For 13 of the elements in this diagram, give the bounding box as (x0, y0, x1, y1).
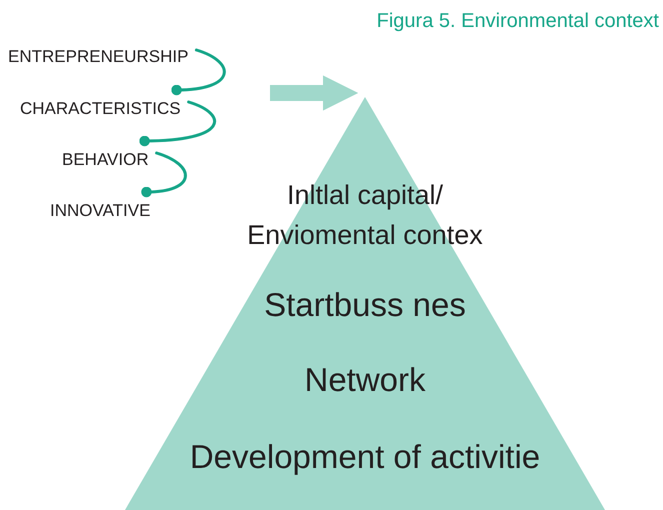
curved-connector (171, 48, 226, 96)
concept-word: BEHAVIOR (62, 149, 149, 171)
concept-word: ENTREPRENEURSHIP (8, 46, 188, 68)
block-arrow (270, 75, 358, 111)
pyramid-level-text: Startbuss nes (263, 285, 467, 325)
figure-title: Figura 5. Environmental context (376, 9, 659, 34)
pyramid-level-text: Inltlal capital/ Enviomental contex (246, 179, 484, 252)
curved-connector (141, 152, 187, 198)
curved-connector (139, 100, 216, 146)
concept-word: INNOVATIVE (50, 200, 150, 222)
pyramid-level-text: Development of activitie (188, 437, 542, 477)
pyramid-level-text: Network (303, 360, 427, 400)
concept-word: CHARACTERISTICS (20, 98, 181, 120)
